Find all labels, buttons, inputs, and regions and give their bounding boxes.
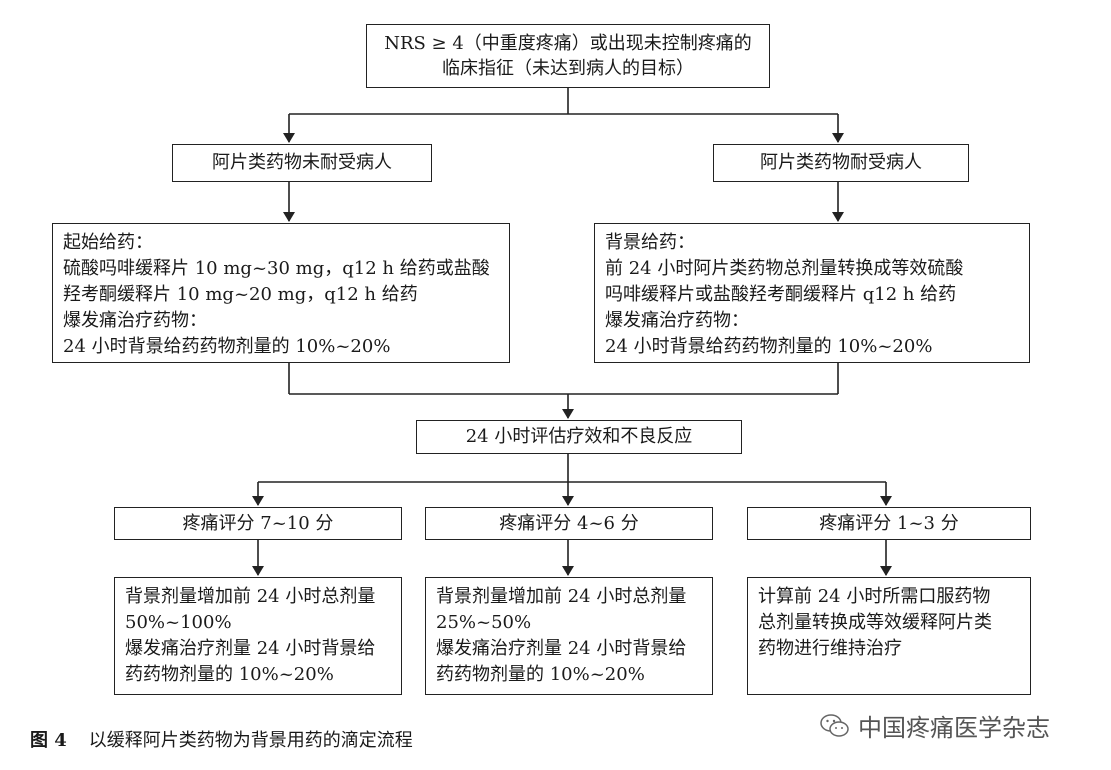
figure-title: 以缓释阿片类药物为背景用药的滴定流程 [88, 730, 413, 751]
outcome-1-3-line-2: 总剂量转换成等效缓释阿片类 [758, 612, 992, 633]
opioid-naive-dosing-box: 起始给药： 硫酸吗啡缓释片 10 mg~30 mg，q12 h 给药或盐酸 羟考… [52, 223, 510, 363]
score-box-1-3: 疼痛评分 1~3 分 [747, 507, 1031, 540]
wechat-icon [820, 713, 849, 737]
outcome-7-10-line-4: 药药物剂量的 10%~20% [125, 664, 334, 685]
score-box-7-10: 疼痛评分 7~10 分 [114, 507, 402, 540]
outcome-7-10-line-1: 背景剂量增加前 24 小时总剂量 [125, 586, 376, 607]
naive-dosing-line-3: 羟考酮缓释片 10 mg~20 mg，q12 h 给药 [63, 284, 418, 305]
opioid-naive-box: 阿片类药物未耐受病人 [172, 144, 432, 182]
outcome-box-7-10: 背景剂量增加前 24 小时总剂量 50%~100% 爆发痛治疗剂量 24 小时背… [114, 577, 402, 695]
score-label-4-6: 疼痛评分 4~6 分 [499, 512, 639, 534]
tolerant-dosing-line-3: 吗啡缓释片或盐酸羟考酮缓释片 q12 h 给药 [605, 284, 957, 305]
outcome-7-10-line-2: 50%~100% [125, 612, 232, 633]
naive-dosing-line-2: 硫酸吗啡缓释片 10 mg~30 mg，q12 h 给药或盐酸 [63, 258, 490, 279]
entry-criteria-box: NRS ≥ 4（中重度疼痛）或出现未控制疼痛的 临床指征（未达到病人的目标） [366, 24, 770, 88]
score-label-1-3: 疼痛评分 1~3 分 [819, 512, 959, 534]
tolerant-dosing-line-4: 爆发痛治疗药物： [605, 310, 749, 331]
evaluation-label: 24 小时评估疗效和不良反应 [465, 426, 693, 447]
figure-label: 图 4 [30, 730, 67, 751]
naive-dosing-line-1: 起始给药： [63, 232, 153, 253]
outcome-1-3-line-1: 计算前 24 小时所需口服药物 [758, 586, 991, 607]
score-box-4-6: 疼痛评分 4~6 分 [425, 507, 713, 540]
evaluation-box: 24 小时评估疗效和不良反应 [416, 420, 742, 454]
opioid-naive-label: 阿片类药物未耐受病人 [212, 152, 392, 173]
entry-criteria-line-1: NRS ≥ 4（中重度疼痛）或出现未控制疼痛的 [384, 33, 752, 54]
tolerant-dosing-line-1: 背景给药： [605, 232, 695, 253]
outcome-7-10-line-3: 爆发痛治疗剂量 24 小时背景给 [125, 638, 376, 659]
opioid-tolerant-box: 阿片类药物耐受病人 [713, 144, 969, 182]
outcome-box-4-6: 背景剂量增加前 24 小时总剂量 25%~50% 爆发痛治疗剂量 24 小时背景… [425, 577, 713, 695]
watermark: 中国疼痛医学杂志 [820, 708, 1050, 743]
opioid-tolerant-label: 阿片类药物耐受病人 [760, 152, 922, 173]
tolerant-dosing-line-5: 24 小时背景给药药物剂量的 10%~20% [605, 336, 933, 357]
naive-dosing-line-4: 爆发痛治疗药物： [63, 310, 207, 331]
outcome-4-6-line-4: 药药物剂量的 10%~20% [436, 664, 645, 685]
entry-criteria-line-2: 临床指征（未达到病人的目标） [442, 58, 694, 79]
score-label-7-10: 疼痛评分 7~10 分 [182, 512, 334, 534]
tolerant-dosing-line-2: 前 24 小时阿片类药物总剂量转换成等效硫酸 [605, 258, 964, 279]
outcome-1-3-line-3: 药物进行维持治疗 [758, 638, 902, 659]
figure-caption: 图 4 以缓释阿片类药物为背景用药的滴定流程 [30, 726, 413, 752]
watermark-text: 中国疼痛医学杂志 [858, 714, 1050, 742]
naive-dosing-line-5: 24 小时背景给药药物剂量的 10%~20% [63, 336, 391, 357]
outcome-box-1-3: 计算前 24 小时所需口服药物 总剂量转换成等效缓释阿片类 药物进行维持治疗 [747, 577, 1031, 695]
opioid-tolerant-dosing-box: 背景给药： 前 24 小时阿片类药物总剂量转换成等效硫酸 吗啡缓释片或盐酸羟考酮… [594, 223, 1030, 363]
outcome-4-6-line-1: 背景剂量增加前 24 小时总剂量 [436, 586, 687, 607]
outcome-4-6-line-2: 25%~50% [436, 612, 532, 633]
outcome-4-6-line-3: 爆发痛治疗剂量 24 小时背景给 [436, 638, 687, 659]
